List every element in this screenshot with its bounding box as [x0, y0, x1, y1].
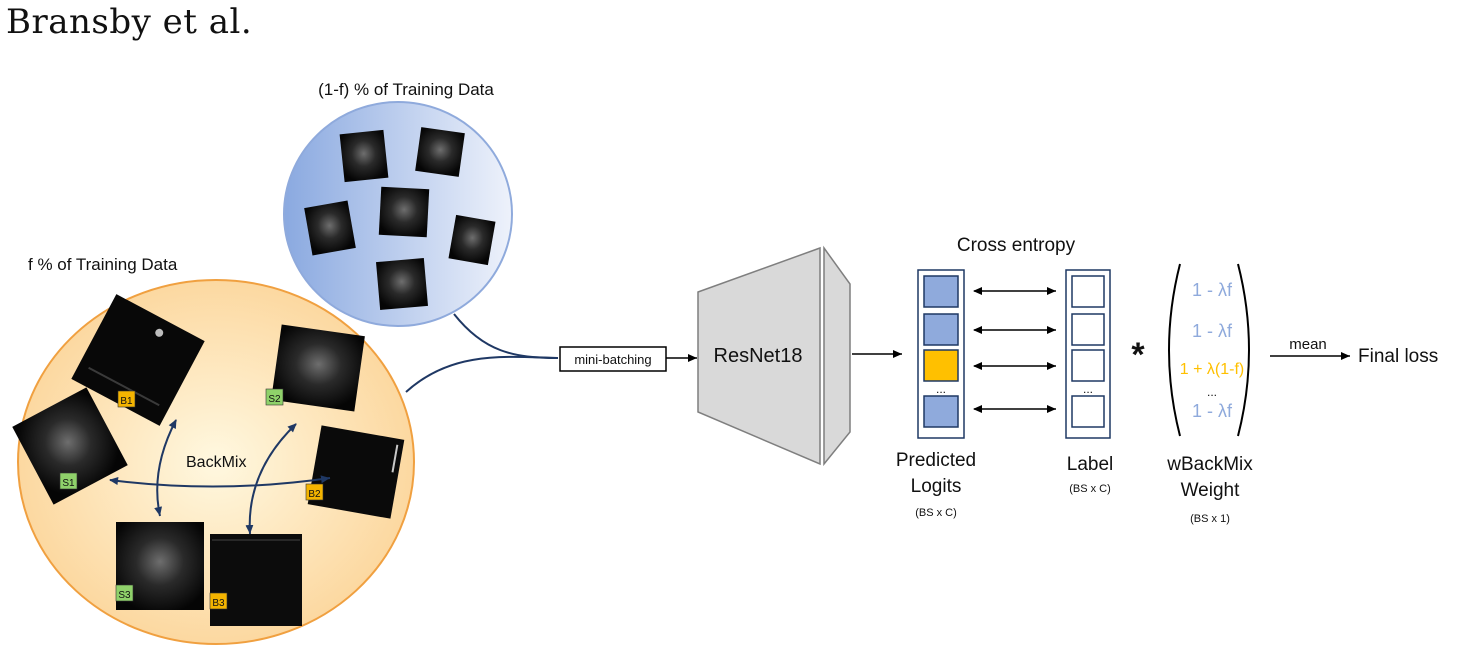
cross-entropy-title: Cross entropy: [957, 235, 1076, 256]
logits-caption-line1: Predicted: [896, 450, 976, 471]
mixed-pool-label: f % of Training Data: [28, 255, 178, 274]
logit-cell-3: [923, 349, 959, 382]
model-label: ResNet18: [714, 345, 803, 367]
echo-image-s2: [271, 324, 365, 412]
label-cell-1: [1071, 275, 1105, 308]
weight-entries: 1 - λf 1 - λf 1 + λ(1-f)... 1 - λf: [1180, 280, 1244, 421]
echo-image: [415, 127, 465, 177]
weight-entry-2: 1 - λf: [1192, 321, 1233, 341]
mini-batching-label: mini-batching: [574, 352, 651, 367]
logit-cell-1: [923, 275, 959, 308]
tag-label: S2: [268, 394, 281, 405]
weight-entry-1: 1 - λf: [1192, 280, 1233, 300]
multiply-symbol: *: [1131, 336, 1145, 374]
echo-image-s1: [12, 387, 128, 505]
weight-entry-3: 1 + λ(1-f): [1180, 361, 1244, 378]
echo-image: [448, 214, 496, 266]
logit-label-arrows: [973, 287, 1056, 413]
label-ellipsis: ...: [1083, 382, 1093, 396]
weight-vector: 1 - λf 1 - λf 1 + λ(1-f)... 1 - λf: [1168, 263, 1250, 437]
echo-image-b2: [307, 425, 405, 519]
label-cell-3: [1071, 349, 1105, 382]
tag-b2: B2: [305, 483, 324, 501]
mini-batching-box: mini-batching: [559, 346, 667, 372]
unmixed-pool-label: (1-f) % of Training Data: [318, 80, 494, 99]
label-column: ...: [1065, 269, 1111, 439]
tag-label: B3: [212, 598, 225, 609]
weight-entry-5: 1 - λf: [1192, 401, 1233, 421]
tag-b3: B3: [209, 592, 228, 610]
final-loss-label: Final loss: [1358, 346, 1438, 367]
mean-label: mean: [1289, 336, 1327, 353]
echo-image: [339, 129, 389, 183]
logits-shape: (BS x C): [915, 507, 957, 519]
tag-s3: S3: [115, 584, 134, 602]
tag-s2: S2: [265, 388, 284, 406]
tag-s1: S1: [59, 472, 78, 490]
echo-image: [304, 200, 356, 256]
label-cells: [1071, 275, 1105, 428]
echo-image-b3: [210, 534, 302, 626]
tag-label: B1: [120, 396, 133, 407]
weight-caption-line2: Weight: [1181, 480, 1241, 501]
label-shape: (BS x C): [1069, 483, 1111, 495]
backmix-label: BackMix: [186, 454, 246, 471]
logit-cell-2: [923, 313, 959, 346]
label-cell-2: [1071, 313, 1105, 346]
logit-cells: [923, 275, 959, 428]
logits-ellipsis: ...: [936, 382, 946, 396]
left-paren: [1168, 263, 1181, 437]
weight-caption-line1: wBackMix: [1166, 454, 1253, 475]
logits-caption-line2: Logits: [911, 476, 962, 497]
right-paren: [1237, 263, 1250, 437]
predicted-logits-column: ...: [917, 269, 965, 439]
tag-label: S1: [62, 478, 75, 489]
echo-image-b1: [71, 294, 205, 426]
echo-image: [375, 257, 429, 311]
unmixed-data-pool: (1-f) % of Training Data: [283, 80, 513, 327]
backmix-arrows: [109, 419, 331, 535]
weight-entry-4: ...: [1207, 385, 1217, 399]
tag-label: S3: [118, 590, 131, 601]
resnet18-model: ResNet18: [697, 245, 851, 467]
tag-b1: B1: [117, 390, 136, 408]
author-header: Bransby et al.: [6, 2, 253, 42]
weight-shape: (BS x 1): [1190, 513, 1230, 525]
logit-cell-4: [923, 395, 959, 428]
label-caption: Label: [1067, 454, 1114, 475]
echo-image: [378, 186, 430, 238]
pool-connectors: [405, 313, 559, 393]
tag-label: B2: [308, 489, 321, 500]
label-cell-4: [1071, 395, 1105, 428]
